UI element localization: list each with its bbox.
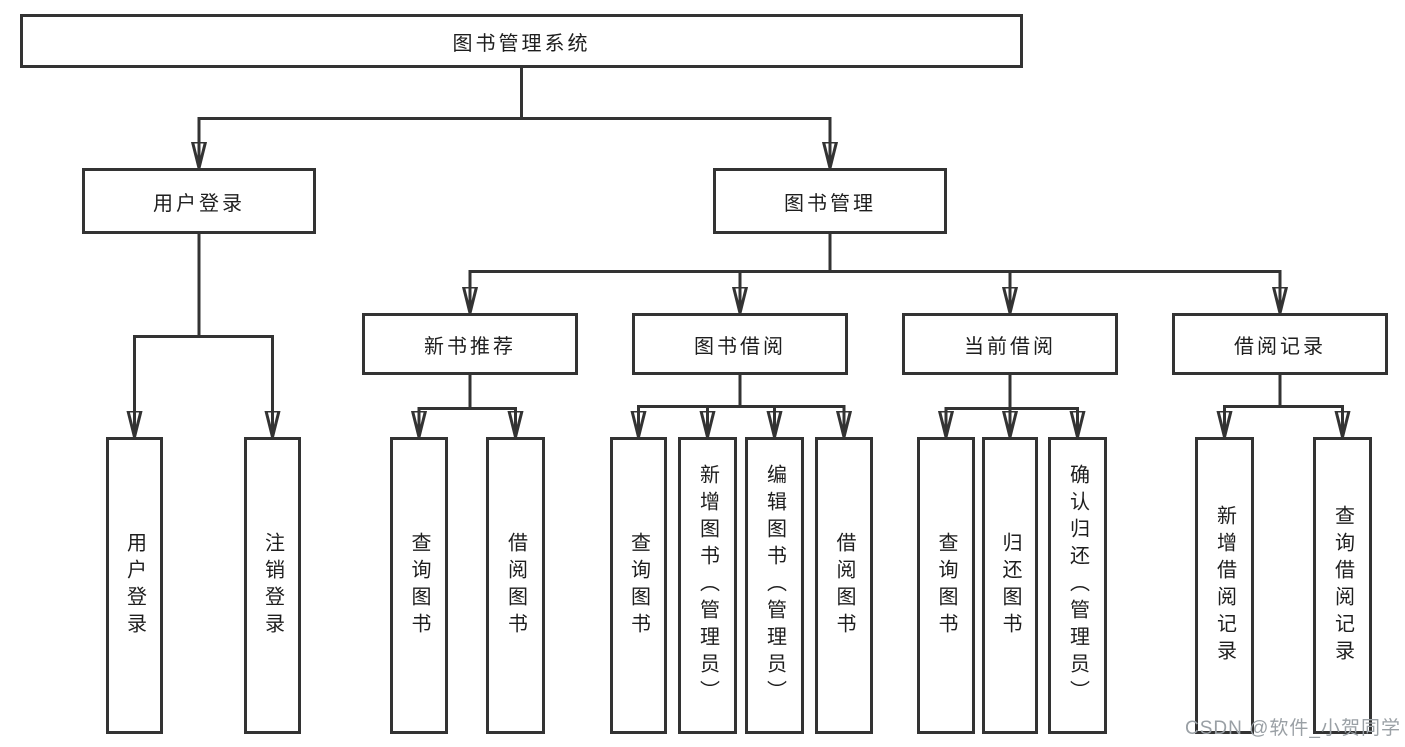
node-new-book-recommendation: 新书推荐: [362, 313, 578, 375]
leaf-borrow-books-borrowing: 借阅图书: [815, 437, 873, 734]
leaf-borrow-books-recommendation: 借阅图书: [486, 437, 545, 734]
node-root-label: 图书管理系统: [452, 32, 591, 55]
leaf-add-books-admin-label: 新增图书（管理员）: [696, 464, 719, 707]
node-book-borrowing-label: 图书借阅: [694, 335, 786, 358]
node-book-management-label: 图书管理: [784, 192, 876, 215]
node-book-borrowing: 图书借阅: [632, 313, 848, 375]
connector-current-borrowing-to-leaves: [946, 375, 1078, 437]
node-current-borrowing: 当前借阅: [902, 313, 1118, 375]
leaf-user-login-label: 用户登录: [123, 531, 146, 640]
leaf-confirm-return-admin: 确认归还（管理员）: [1048, 437, 1107, 734]
leaf-query-books-borrowing: 查询图书: [610, 437, 667, 734]
leaf-query-borrow-record: 查询借阅记录: [1313, 437, 1372, 734]
leaf-query-books-current-label: 查询图书: [935, 531, 957, 640]
leaf-borrow-books-recommendation-label: 借阅图书: [504, 531, 527, 640]
leaf-user-login: 用户登录: [106, 437, 163, 734]
watermark: CSDN @软件_小贺同学: [1185, 718, 1401, 739]
leaf-query-books-recommendation-label: 查询图书: [408, 531, 430, 640]
connector-borrowing-records-to-leaves: [1225, 375, 1343, 437]
leaf-add-books-admin: 新增图书（管理员）: [678, 437, 737, 734]
leaf-query-books-recommendation: 查询图书: [390, 437, 448, 734]
connector-root-to-level2: [199, 68, 830, 168]
leaf-query-books-current: 查询图书: [917, 437, 975, 734]
leaf-confirm-return-admin-label: 确认归还（管理员）: [1066, 464, 1089, 707]
node-root: 图书管理系统: [20, 14, 1023, 68]
leaf-return-books: 归还图书: [982, 437, 1038, 734]
node-current-borrowing-label: 当前借阅: [964, 335, 1056, 358]
connector-new-book-recommendation-to-leaves: [419, 375, 516, 437]
connector-book-management-to-level3: [470, 234, 1280, 313]
leaf-borrow-books-borrowing-label: 借阅图书: [833, 531, 855, 640]
leaf-edit-books-admin: 编辑图书（管理员）: [745, 437, 804, 734]
node-new-book-recommendation-label: 新书推荐: [424, 335, 516, 358]
connector-user-login-to-leaves: [135, 234, 273, 437]
node-book-management: 图书管理: [713, 168, 947, 234]
leaf-query-borrow-record-label: 查询借阅记录: [1331, 504, 1354, 667]
leaf-query-books-borrowing-label: 查询图书: [627, 531, 650, 640]
leaf-logout: 注销登录: [244, 437, 301, 734]
node-borrowing-records-label: 借阅记录: [1234, 335, 1326, 358]
node-borrowing-records: 借阅记录: [1172, 313, 1388, 375]
connector-book-borrowing-to-leaves: [639, 375, 845, 437]
node-user-login-label: 用户登录: [153, 192, 245, 215]
leaf-add-borrow-record-label: 新增借阅记录: [1213, 504, 1236, 667]
leaf-add-borrow-record: 新增借阅记录: [1195, 437, 1254, 734]
leaf-edit-books-admin-label: 编辑图书（管理员）: [763, 464, 786, 707]
leaf-logout-label: 注销登录: [261, 531, 284, 640]
node-user-login: 用户登录: [82, 168, 316, 234]
leaf-return-books-label: 归还图书: [999, 531, 1021, 640]
